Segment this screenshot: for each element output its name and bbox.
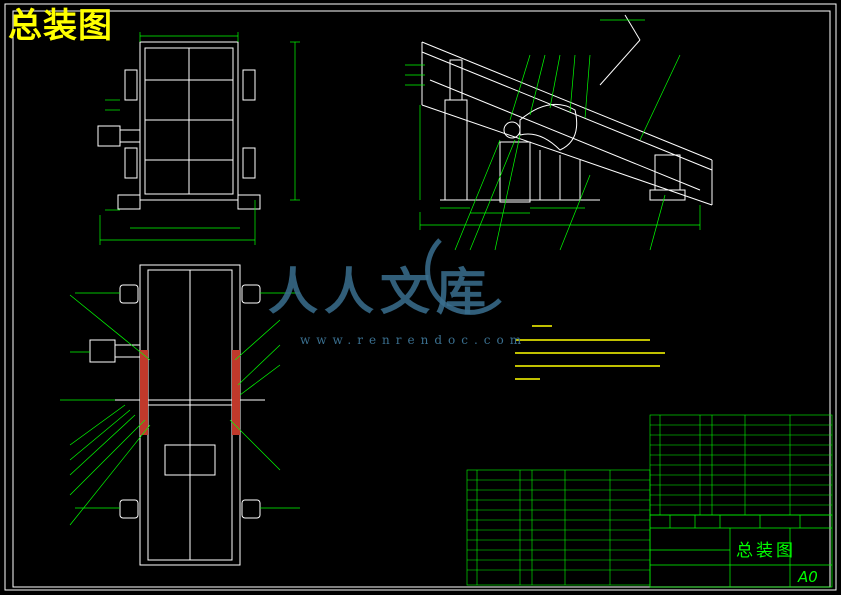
technical-notes bbox=[515, 325, 665, 380]
outer-border bbox=[4, 3, 837, 591]
title-block-sheet-size: A0 bbox=[798, 568, 818, 586]
drawing-title: 总装图 bbox=[8, 6, 113, 46]
title-block-drawing-name: 总装图 bbox=[736, 541, 796, 561]
side-view bbox=[421, 14, 713, 206]
title-block bbox=[649, 514, 833, 588]
plan-view-hatching bbox=[140, 350, 240, 435]
front-view bbox=[97, 41, 261, 210]
plan-view-dimensions bbox=[60, 292, 300, 526]
parts-list-lower bbox=[466, 469, 651, 586]
side-view-dimensions bbox=[405, 19, 701, 251]
watermark-text: 人人文库 bbox=[268, 263, 492, 321]
watermark-logo bbox=[425, 238, 502, 315]
watermark-url: www.renrendoc.com bbox=[300, 333, 528, 347]
parts-list-upper bbox=[649, 414, 833, 516]
front-view-dimensions bbox=[99, 32, 300, 245]
inner-border bbox=[12, 10, 831, 588]
